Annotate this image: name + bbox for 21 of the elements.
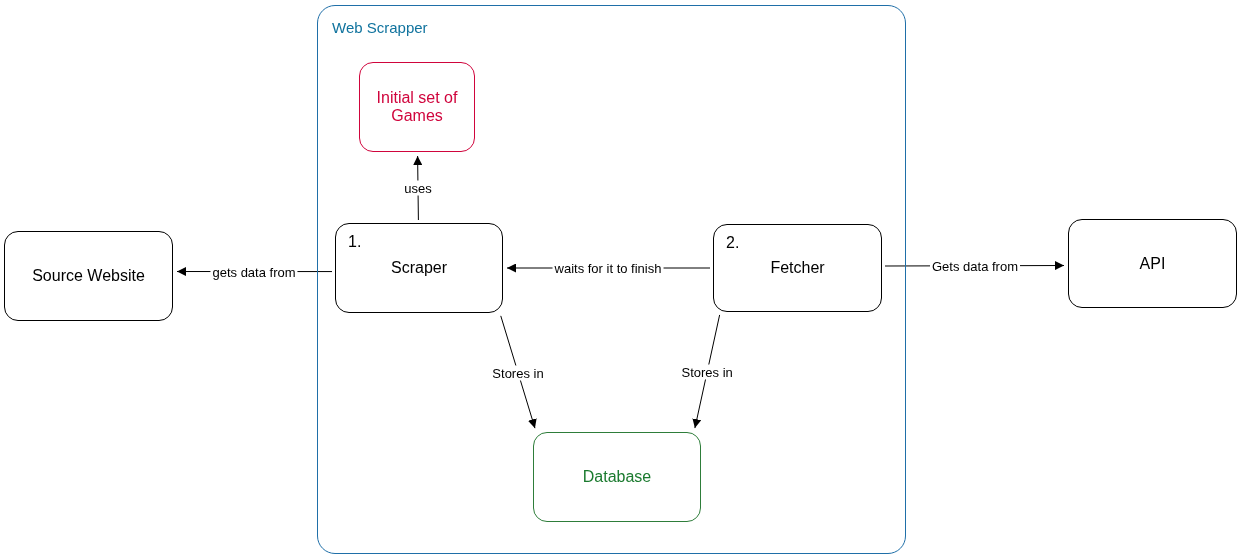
group-container: [317, 5, 906, 554]
edge-label: uses: [402, 180, 434, 195]
step-number: 1.: [348, 233, 362, 251]
process-box: [4, 231, 173, 321]
process-box: [359, 62, 475, 152]
box-label: Database: [581, 468, 653, 486]
arrow: [500, 315, 537, 429]
step-number: 2.: [726, 234, 740, 252]
process-box: [713, 224, 882, 312]
process-box: [533, 432, 701, 522]
box-label: Source Website: [31, 267, 146, 285]
edge-label: Stores in: [490, 365, 546, 380]
process-box: [335, 223, 503, 313]
edge-label: Stores in: [679, 364, 735, 380]
box-label: Fetcher: [769, 259, 826, 277]
group-title: Web Scrapper: [332, 19, 428, 36]
box-label: Initial set of Games: [375, 89, 459, 125]
process-box: [1068, 219, 1237, 308]
box-label: Scraper: [390, 259, 448, 277]
box-label: API: [1138, 254, 1167, 273]
arrow: [692, 314, 721, 429]
